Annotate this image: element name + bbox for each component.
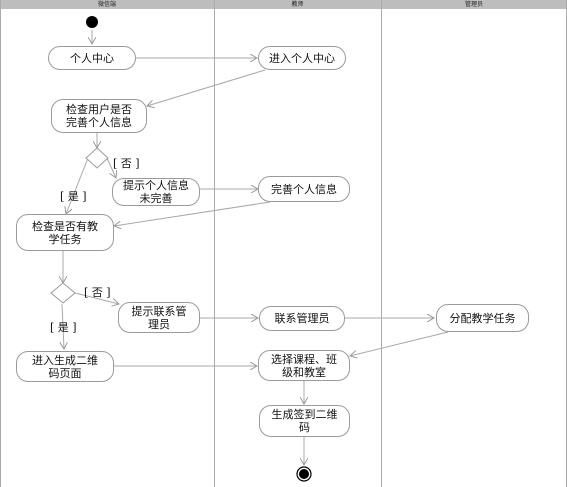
edge-to-check-has-task bbox=[114, 201, 271, 226]
guard-no-1: [ 否 ] bbox=[113, 157, 140, 170]
action-check-has-task: 检查是否有教 学任务 bbox=[16, 214, 114, 251]
guard-yes-2: [ 是 ] bbox=[50, 321, 77, 334]
lane-divider bbox=[381, 0, 382, 487]
action-assign-task: 分配教学任务 bbox=[436, 304, 529, 332]
guard-no-2: [ 否 ] bbox=[84, 286, 111, 299]
decision-diamond-user-info bbox=[85, 147, 109, 169]
edge-to-select-course bbox=[350, 331, 449, 356]
edge-no-to-prompt-info bbox=[106, 157, 116, 178]
edge-yes-to-qr-page bbox=[62, 303, 64, 349]
action-contact-admin: 联系管理员 bbox=[259, 306, 345, 331]
action-complete-info: 完善个人信息 bbox=[258, 176, 350, 202]
edge-to-check-user-info bbox=[147, 69, 266, 106]
action-prompt-info: 提示个人信息 未完善 bbox=[112, 178, 200, 206]
edge-no-to-prompt-admin bbox=[74, 292, 119, 304]
action-enter-personal-center: 进入个人中心 bbox=[258, 46, 346, 70]
lane-divider bbox=[214, 0, 215, 487]
action-check-user-info: 检查用户是否 完善个人信息 bbox=[51, 99, 147, 133]
lane-header-admin: 管理员 bbox=[381, 0, 567, 9]
action-personal-center: 个人中心 bbox=[48, 46, 136, 70]
action-generate-qr: 生成签到二维 码 bbox=[259, 405, 350, 437]
start-node bbox=[86, 16, 98, 28]
lane-header-wechat: 微信端 bbox=[0, 0, 214, 9]
action-select-course: 选择课程、班 级和教室 bbox=[258, 350, 350, 381]
guard-yes-1: [ 是 ] bbox=[60, 190, 87, 203]
decision-diamond-has-task bbox=[50, 282, 76, 304]
lane-header-teacher: 教师 bbox=[214, 0, 381, 9]
end-node-inner bbox=[299, 469, 309, 479]
lane-divider bbox=[0, 0, 1, 487]
action-enter-qr-page: 进入生成二维 码页面 bbox=[16, 351, 114, 382]
action-prompt-contact-admin: 提示联系管 理员 bbox=[118, 302, 200, 333]
edge-yes-to-check-task bbox=[66, 157, 89, 214]
